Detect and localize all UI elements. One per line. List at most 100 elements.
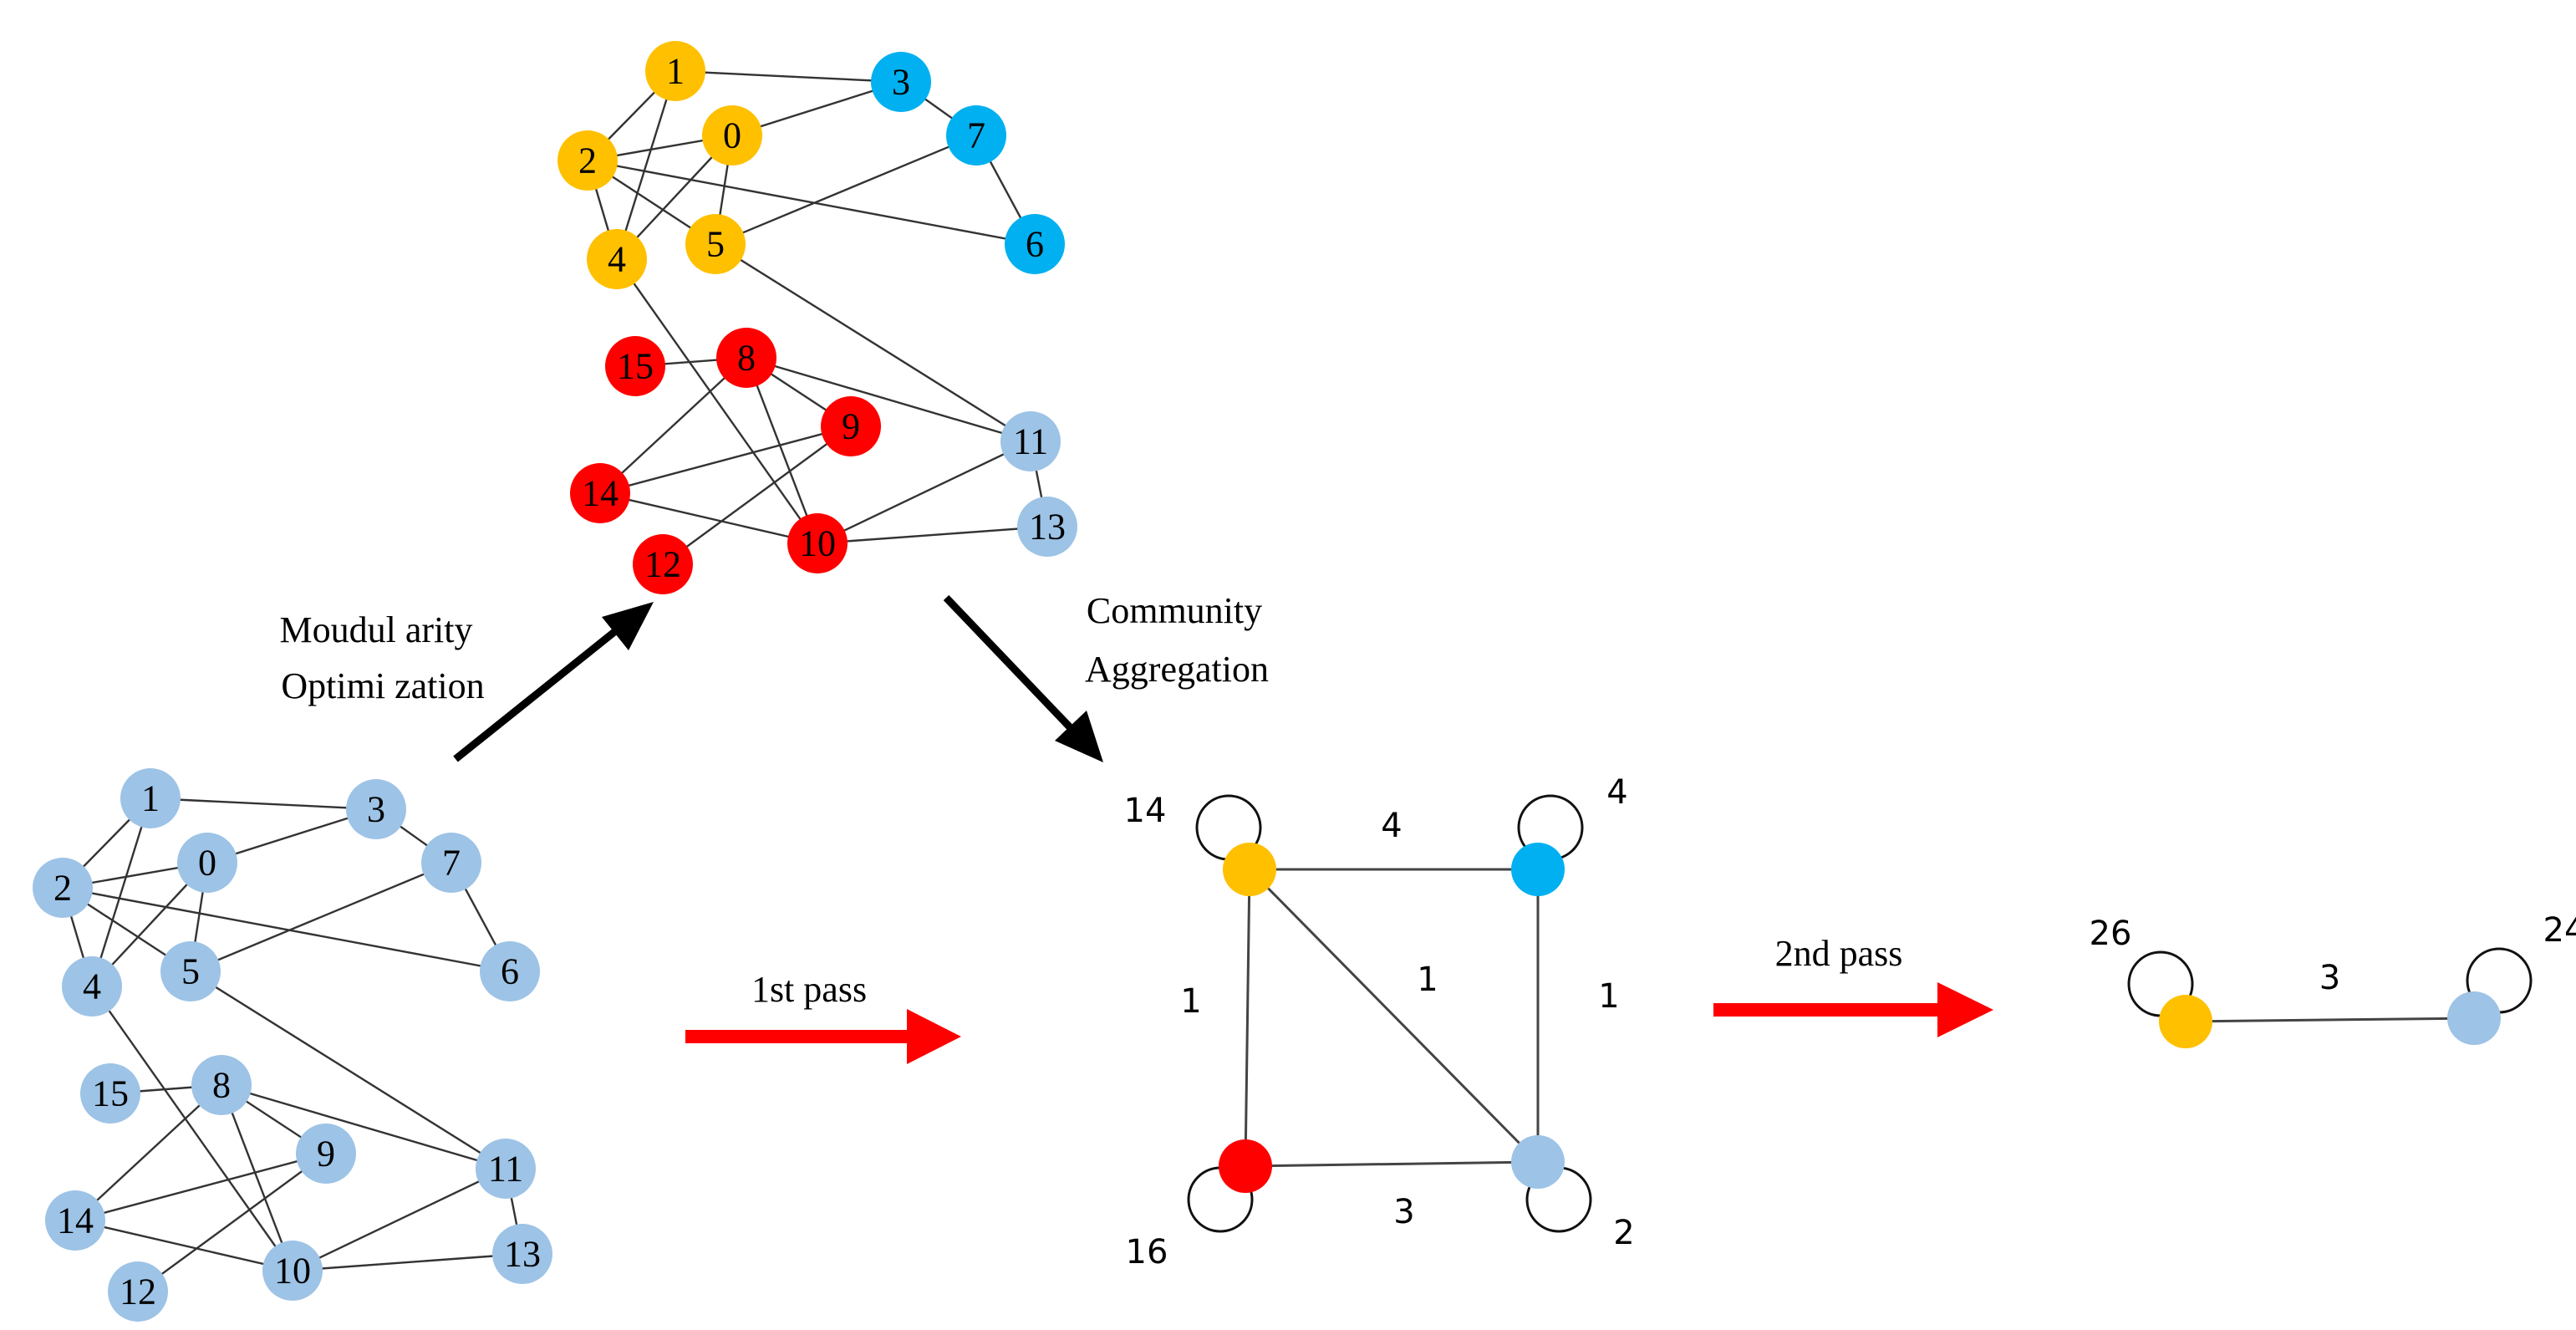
original-edge (137, 1153, 327, 1292)
original-node-circle (62, 956, 122, 1017)
original-edge (74, 1152, 327, 1222)
final-edge-weight: 3 (2319, 959, 2340, 997)
original-node-6[interactable]: 6 (480, 941, 540, 1001)
original-node-circle (120, 768, 181, 828)
original-node-label: 15 (92, 1073, 129, 1114)
partitioned-node-4[interactable]: 4 (587, 229, 647, 289)
partitioned-node-circle (605, 336, 665, 396)
modularity-caption-line1: Moudul arity (280, 609, 473, 650)
partitioned-node-10[interactable]: 10 (787, 513, 848, 573)
partitioned-edge (745, 357, 819, 544)
final-node-circle (2159, 995, 2212, 1048)
partitioned-node-7[interactable]: 7 (946, 105, 1006, 166)
aggregated-node-blue[interactable]: 4 (1511, 773, 1628, 896)
original-edge (91, 986, 293, 1271)
original-node-0[interactable]: 0 (177, 833, 237, 893)
partitioned-node-label: 1 (666, 51, 685, 92)
original-node-circle (108, 1261, 168, 1322)
partitioned-node-9[interactable]: 9 (821, 396, 881, 456)
second-pass-caption: 2nd pass (1775, 933, 1903, 974)
original-edge (190, 970, 507, 1170)
original-node-10[interactable]: 10 (262, 1241, 323, 1301)
partitioned-node-11[interactable]: 11 (1000, 411, 1061, 471)
partitioned-node-12[interactable]: 12 (633, 534, 693, 594)
original-node-13[interactable]: 13 (492, 1224, 552, 1284)
original-node-1[interactable]: 1 (120, 768, 181, 828)
original-node-4[interactable]: 4 (62, 956, 122, 1017)
aggregated-graph: 4 1 1 1 3 14 4 16 2 (1124, 773, 1635, 1271)
partitioned-node-label: 12 (644, 544, 681, 585)
original-node-label: 10 (274, 1251, 311, 1292)
original-node-9[interactable]: 9 (296, 1124, 356, 1184)
partitioned-node-15[interactable]: 15 (605, 336, 665, 396)
aggregated-edge-weight: 1 (1180, 982, 1201, 1021)
partitioned-node-2[interactable]: 2 (557, 130, 618, 191)
original-node-3[interactable]: 3 (346, 779, 406, 839)
partitioned-node-circle (1017, 497, 1077, 557)
aggregated-edge-weight: 1 (1598, 977, 1619, 1016)
partitioned-node-circle (570, 463, 630, 523)
partitioned-node-3[interactable]: 3 (871, 52, 931, 112)
partitioned-node-circle (871, 52, 931, 112)
original-node-circle (177, 833, 237, 893)
original-edge (74, 1084, 222, 1221)
original-node-label: 14 (57, 1200, 94, 1241)
partitioned-node-1[interactable]: 1 (645, 41, 705, 101)
aggregated-edge-weight: 3 (1393, 1193, 1414, 1231)
original-node-14[interactable]: 14 (45, 1190, 105, 1251)
original-node-7[interactable]: 7 (421, 833, 481, 893)
partitioned-node-0[interactable]: 0 (702, 105, 762, 166)
original-node-label: 2 (53, 868, 72, 909)
aggregated-node-circle (1511, 843, 1565, 896)
partitioned-node-label: 6 (1026, 224, 1044, 265)
self-loop-weight: 14 (1124, 792, 1167, 830)
partitioned-edge (599, 425, 852, 495)
partitioned-node-label: 14 (582, 473, 619, 514)
partitioned-edge (675, 69, 902, 84)
original-node-2[interactable]: 2 (33, 858, 93, 918)
partitioned-edge (817, 440, 1031, 545)
original-node-label: 5 (181, 951, 200, 992)
original-node-5[interactable]: 5 (160, 941, 221, 1001)
original-node-circle (296, 1124, 356, 1184)
partitioned-node-label: 13 (1029, 507, 1066, 548)
partitioned-node-8[interactable]: 8 (716, 328, 776, 388)
original-node-8[interactable]: 8 (191, 1055, 252, 1115)
original-node-11[interactable]: 11 (476, 1139, 536, 1199)
aggregated-node-circle (1223, 843, 1276, 896)
self-loop-weight: 16 (1126, 1233, 1168, 1271)
partitioned-node-circle (557, 130, 618, 191)
original-node-12[interactable]: 12 (108, 1261, 168, 1322)
original-edge (221, 1083, 507, 1170)
partitioned-node-13[interactable]: 13 (1017, 497, 1077, 557)
partitioned-edge (715, 242, 1031, 443)
original-node-circle (492, 1224, 552, 1284)
aggregated-node-light_blue[interactable]: 2 (1511, 1135, 1635, 1252)
original-node-15[interactable]: 15 (80, 1063, 140, 1124)
partitioned-node-5[interactable]: 5 (685, 214, 746, 274)
partitioned-node-circle (716, 328, 776, 388)
partitioned-node-circle (685, 214, 746, 274)
original-node-label: 13 (504, 1234, 541, 1275)
original-node-label: 9 (317, 1134, 335, 1175)
aggregated-node-circle (1219, 1139, 1272, 1193)
final-node-light_blue[interactable]: 24 (2447, 911, 2576, 1045)
partitioned-edge (662, 425, 852, 565)
self-loop-weight: 2 (1613, 1214, 1634, 1252)
final-graph: 3 26 24 (2090, 911, 2576, 1048)
original-node-circle (80, 1063, 140, 1124)
aggregated-node-orange[interactable]: 14 (1124, 792, 1276, 896)
partitioned-node-6[interactable]: 6 (1005, 214, 1065, 274)
aggregated-edge-weight: 4 (1381, 807, 1402, 845)
aggregation-arrow (943, 594, 1103, 762)
aggregated-node-red[interactable]: 16 (1126, 1139, 1272, 1271)
partitioned-node-14[interactable]: 14 (570, 463, 630, 523)
original-node-circle (421, 833, 481, 893)
aggregated-edge (1244, 869, 1251, 1167)
aggregated-edge-weight: 1 (1417, 961, 1438, 999)
final-edge (2185, 1017, 2475, 1023)
final-node-orange[interactable]: 26 (2090, 915, 2212, 1048)
